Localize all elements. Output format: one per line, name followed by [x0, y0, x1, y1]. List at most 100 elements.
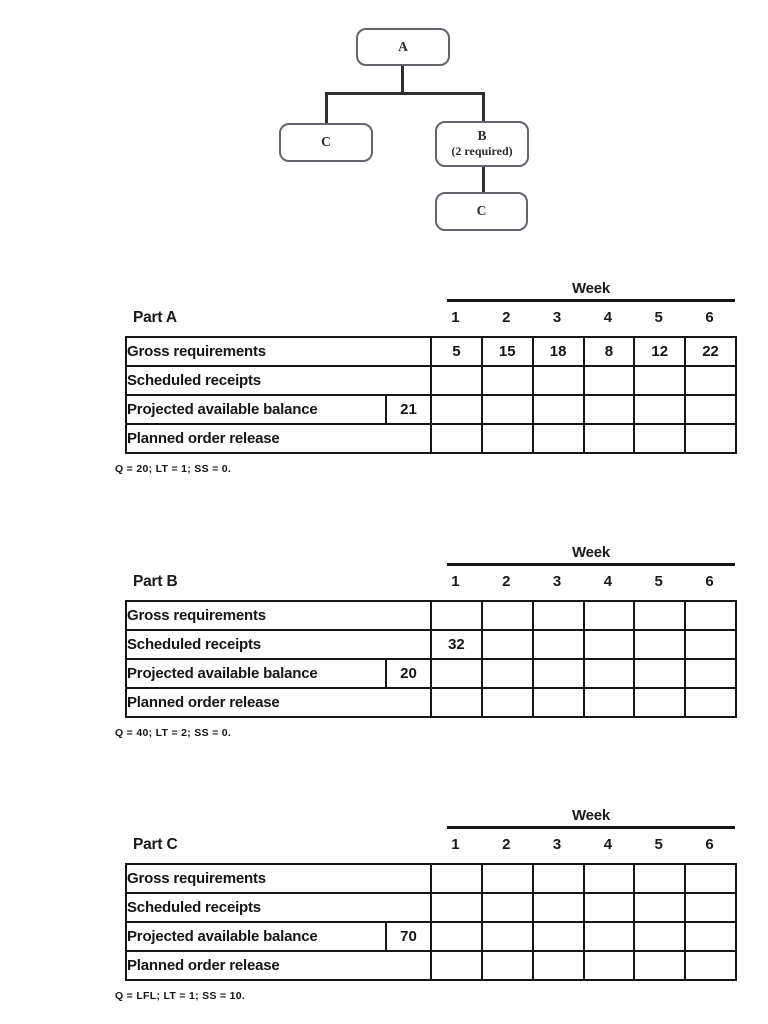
lot-size-footnote: Q = LFL; LT = 1; SS = 10.	[115, 990, 246, 1002]
week-number: 4	[603, 309, 613, 326]
week-header-band: Week	[125, 803, 735, 829]
grid-cell	[480, 950, 534, 981]
row-label: Gross requirements	[124, 336, 433, 367]
column-header-row: Part C 1 2 3 4 5 6	[125, 834, 735, 855]
mrp-table: Gross requirements Scheduled receipts 32…	[124, 600, 737, 718]
row-label: Planned order release	[124, 950, 433, 981]
tree-node-label: A	[398, 38, 408, 54]
tree-node-label: C	[476, 203, 487, 219]
grid-cell	[633, 394, 687, 425]
grid-cell	[684, 921, 737, 952]
grid-cell	[430, 365, 483, 396]
part-title: Part B	[133, 572, 178, 590]
part-a-record: Week Part A 1 2 3 4 5 6 Gross requiremen…	[115, 276, 737, 475]
grid-cell	[430, 423, 483, 454]
week-header-band: Week	[125, 540, 735, 566]
grid-cell: 12	[633, 336, 687, 367]
grid-cell	[582, 394, 636, 425]
grid-cell	[480, 863, 534, 894]
grid-cell	[480, 394, 534, 425]
grid-cell	[582, 423, 636, 454]
week-number: 3	[552, 836, 562, 853]
grid-cell	[480, 892, 534, 923]
row-label: Projected available balance	[125, 394, 387, 425]
table-row: Planned order release	[124, 950, 737, 981]
grid-cell	[582, 658, 636, 689]
grid-cell	[684, 394, 737, 425]
mrp-table: Gross requirements Scheduled receipts Pr…	[124, 863, 737, 981]
grid-cell	[531, 629, 585, 660]
grid-cell	[531, 658, 585, 689]
grid-cell	[633, 687, 687, 718]
grid-cell	[480, 687, 534, 718]
product-structure-diagram: A C B (2 required) C	[0, 0, 768, 250]
grid-cell	[480, 365, 534, 396]
grid-cell	[531, 892, 585, 923]
grid-cell	[531, 687, 585, 718]
grid-cell	[684, 600, 737, 631]
grid-cell	[430, 600, 483, 631]
grid-cell: 22	[684, 336, 737, 367]
week-number: 2	[502, 836, 511, 853]
row-label: Gross requirements	[124, 863, 433, 894]
grid-cell: 32	[430, 629, 483, 660]
grid-cell	[684, 863, 737, 894]
grid-cell	[633, 629, 687, 660]
row-label: Scheduled receipts	[124, 365, 433, 396]
grid-cell	[430, 394, 483, 425]
grid-cell: 15	[480, 336, 534, 367]
table-row: Planned order release	[124, 423, 737, 454]
tree-node-a: A	[356, 28, 450, 66]
grid-cell	[582, 600, 636, 631]
grid-cell	[480, 423, 534, 454]
week-number: 4	[603, 836, 613, 853]
grid-cell	[480, 658, 534, 689]
tree-node-b: B (2 required)	[435, 121, 529, 167]
week-column-group: Week	[447, 807, 735, 829]
column-header-row: Part A 1 2 3 4 5 6	[125, 307, 735, 328]
tree-node-label: B	[477, 128, 487, 144]
week-header-label: Week	[571, 280, 611, 297]
row-label: Projected available balance	[125, 921, 387, 952]
part-title: Part C	[133, 835, 178, 853]
table-row: Projected available balance 20	[125, 658, 737, 689]
grid-cell	[684, 423, 737, 454]
grid-cell	[582, 687, 636, 718]
beginning-balance-cell: 21	[384, 394, 433, 425]
grid-cell	[430, 658, 483, 689]
week-header-band: Week	[125, 276, 735, 302]
grid-cell	[430, 687, 483, 718]
table-row: Gross requirements	[124, 600, 737, 631]
grid-cell	[633, 950, 687, 981]
grid-cell	[633, 365, 687, 396]
table-row: Scheduled receipts 32	[124, 629, 737, 660]
week-number: 5	[654, 309, 663, 326]
grid-cell	[582, 892, 636, 923]
connector-line	[325, 92, 328, 125]
tree-node-label: C	[321, 134, 331, 150]
grid-cell	[633, 658, 687, 689]
connector-line	[482, 92, 485, 123]
row-label: Planned order release	[124, 687, 433, 718]
grid-cell	[531, 423, 585, 454]
grid-cell	[430, 863, 483, 894]
beginning-balance-cell: 20	[384, 658, 433, 689]
table-row: Projected available balance 21	[125, 394, 737, 425]
grid-cell: 18	[531, 336, 585, 367]
grid-cell	[531, 921, 585, 952]
grid-cell	[531, 950, 585, 981]
grid-cell	[531, 394, 585, 425]
grid-cell	[531, 365, 585, 396]
column-header-row: Part B 1 2 3 4 5 6	[125, 571, 735, 592]
grid-cell	[531, 600, 585, 631]
week-number: 3	[552, 573, 562, 590]
table-row: Gross requirements 5 15 18 8 12 22	[124, 336, 737, 367]
table-row: Scheduled receipts	[124, 365, 737, 396]
week-number: 2	[502, 309, 511, 326]
grid-cell	[480, 600, 534, 631]
week-number: 3	[552, 309, 562, 326]
row-label: Scheduled receipts	[124, 629, 433, 660]
tree-node-sublabel: (2 required)	[451, 144, 513, 159]
grid-cell	[430, 892, 483, 923]
week-number: 5	[654, 573, 663, 590]
